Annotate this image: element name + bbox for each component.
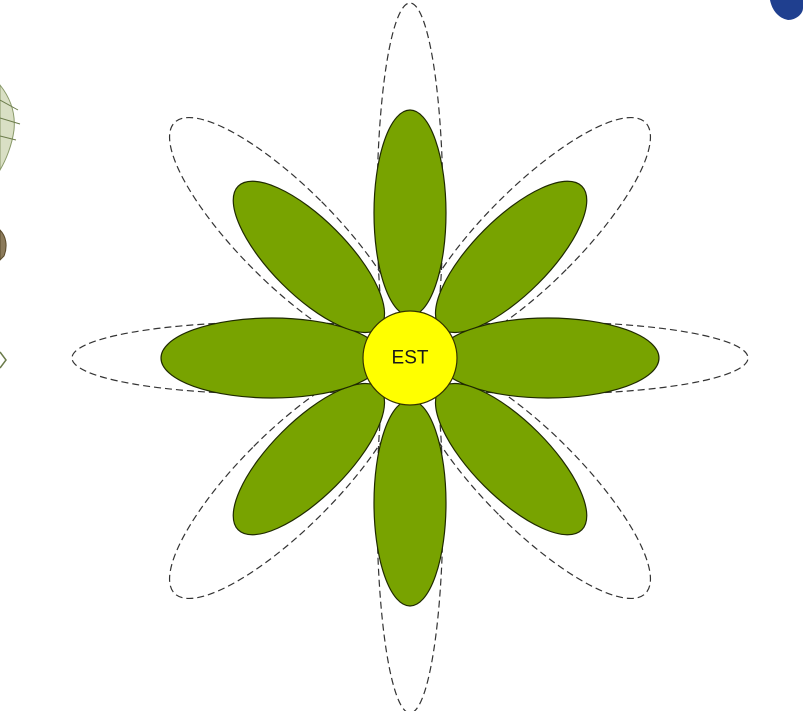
petal-south [374, 400, 446, 606]
petal-north [374, 110, 446, 316]
top-right-accent-fragment [770, 0, 803, 20]
center-label: EST [392, 348, 429, 369]
center-node: EST [363, 311, 457, 405]
left-plant-fragment [0, 85, 20, 368]
